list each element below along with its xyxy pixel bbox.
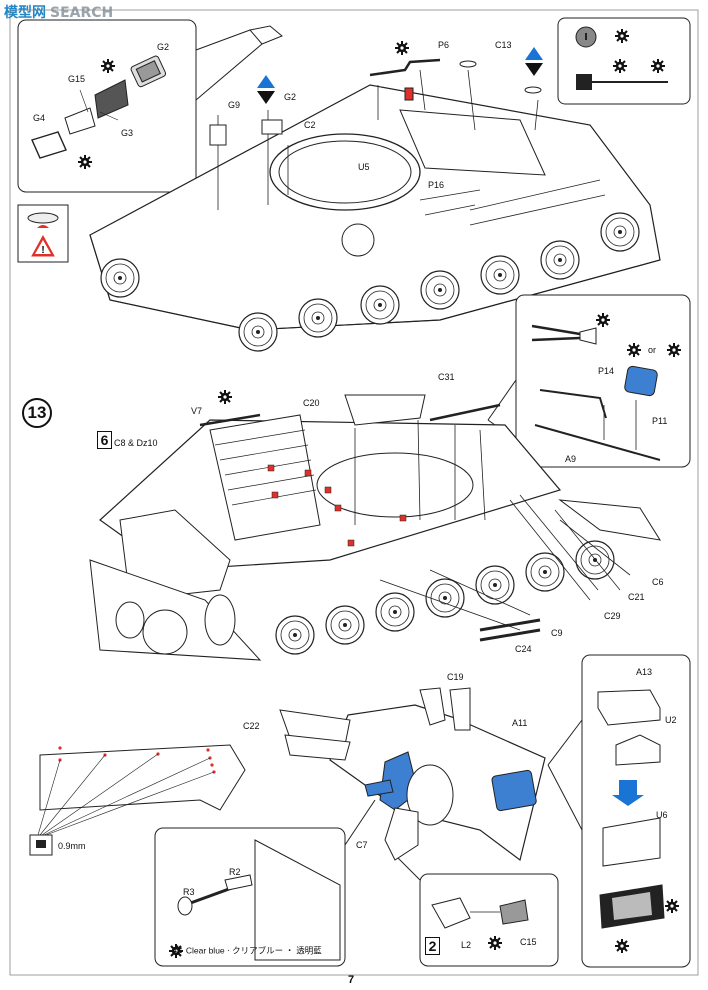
drill-panel [29,744,246,856]
part-label-p11: P11 [652,416,668,426]
part-label-g3: G3 [121,128,134,138]
color-legend: ✲Clear blue ‧ クリアブルー ‧ 透明藍 [172,943,322,959]
part-label-c20: C20 [303,398,320,408]
red-bolts [267,464,407,547]
part-label-v7: V7 [191,406,203,416]
callout-l2 [397,857,559,967]
step-number: 13 [22,398,52,428]
svg-text:!: ! [41,245,44,256]
part-label-c8-dz10: C8 & Dz10 [114,438,158,448]
callout-top-right [557,17,691,105]
callout-a13 [547,654,691,968]
callout-p-parts [487,294,691,468]
part-label-u2: U2 [665,715,677,725]
red-part [404,87,414,101]
label-or: or [648,345,657,355]
part-label-c15: C15 [520,937,537,947]
watermark-cn: 模型网 [4,5,46,21]
part-label-a11: A11 [512,718,528,728]
part-label-c2: C2 [304,120,316,130]
watermark-en: SEARCH [50,5,114,21]
lower-tank [89,414,615,661]
callout-r-parts [154,799,376,967]
part-label-a13: A13 [636,667,653,677]
upper-tank [89,84,661,352]
page-number: 7 [348,974,355,986]
part-label-c21: C21 [628,592,645,602]
part-label-r2: R2 [229,867,241,877]
legend-text: Clear blue ‧ クリアブルー ‧ 透明藍 [185,945,322,956]
callout-g-parts [17,19,283,193]
part-label-p16: P16 [428,180,445,190]
part-label-c9: C9 [551,628,563,638]
part-label-r3: R3 [183,887,195,897]
part-label-g2: G2 [157,42,170,52]
rear-plate-assembly [279,687,546,862]
blue-double-arrow-icon [257,47,543,104]
blue-part-a11 [491,769,537,812]
part-label-g15: G15 [68,74,86,84]
part-label-c22: C22 [243,721,260,731]
sub-step-box: 2 [425,937,440,955]
part-label-u6: U6 [656,810,668,820]
drill-size: 0.9mm [58,841,86,851]
part-label-l2: L2 [461,940,472,950]
part-label-a9: A9 [565,454,577,464]
paint-gear-icon: ✲ [172,943,183,958]
part-label-c31: C31 [438,372,455,382]
part-label-c19: C19 [447,672,464,682]
part-label-g4: G4 [33,113,46,123]
part-label-c29: C29 [604,611,621,621]
part-label-c6: C6 [652,577,664,587]
part-label-p6: P6 [438,40,450,50]
part-label-u5: U5 [358,162,370,172]
warning-box: ! [17,204,69,263]
part-label-c24: C24 [515,644,532,654]
part-label-c13: C13 [495,40,512,50]
part-label-g2b: G2 [284,92,297,102]
part-label-p14: P14 [598,366,615,376]
part-label-c7: C7 [356,840,368,850]
sub-step-box: 6 [97,431,112,449]
part-label-g9: G9 [228,100,241,110]
